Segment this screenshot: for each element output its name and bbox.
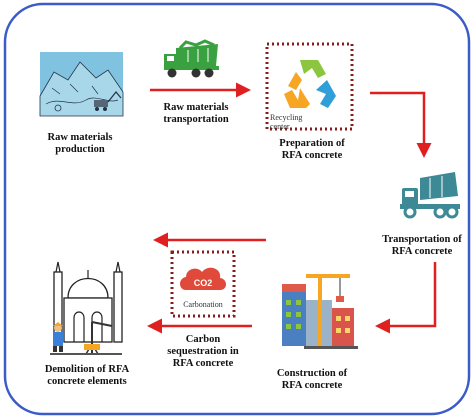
building-crane-icon (282, 274, 358, 349)
label-demolition-rfa: Demolition of RFA concrete elements (44, 364, 130, 387)
arrow-transport-to-construction (375, 262, 437, 334)
label-transportation-rfa: Transportation of RFA concrete (382, 234, 462, 257)
label-construction-rfa: Construction of RFA concrete (276, 368, 348, 391)
demolition-building-icon (50, 261, 123, 355)
recycle-icon (284, 60, 336, 108)
label-raw-materials-production: Raw materials production (47, 132, 113, 155)
concrete-mixer-truck-icon (400, 172, 460, 219)
co2-cloud-icon: CO2 (180, 267, 226, 290)
outer-frame (3, 2, 471, 416)
label-raw-materials-transportation: Raw materials transportation (163, 102, 229, 125)
green-dump-truck-icon (164, 39, 219, 78)
carbonation-box (170, 250, 236, 318)
label-preparation-rfa: Preparation of RFA concrete (279, 138, 345, 161)
label-carbon-sequestration: Carbon sequestration in RFA concrete (167, 334, 239, 369)
label-carbonation: Carbonation (183, 300, 223, 309)
quarry-excavator-icon (39, 52, 124, 117)
co2-text: CO2 (194, 278, 213, 288)
arrow-prep-to-transport (370, 91, 432, 158)
label-recycling-center: Recycling center (270, 113, 303, 131)
